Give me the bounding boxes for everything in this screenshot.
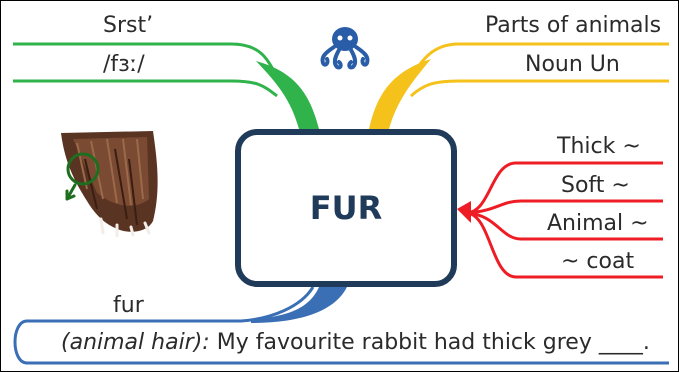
- central-word: FUR: [309, 189, 383, 227]
- red-branch: [457, 161, 663, 279]
- word-transcription-label: Srst’: [103, 13, 154, 38]
- example-sentence: (animal hair): My favourite rabbit had t…: [61, 332, 650, 354]
- bottom-word-label: fur: [113, 293, 144, 318]
- collocation-item: ~ coat: [561, 249, 635, 274]
- blue-branch: [13, 286, 669, 365]
- collocation-item: Animal ~: [547, 211, 649, 236]
- category-label: Parts of animals: [485, 13, 662, 38]
- example-text: My favourite rabbit had thick grey ____.: [216, 330, 650, 355]
- pronunciation-label: /fɜː/: [103, 52, 145, 77]
- collocation-item: Soft ~: [561, 173, 630, 198]
- collocation-item: Thick ~: [557, 134, 641, 159]
- grammar-label: Noun Un: [525, 52, 620, 77]
- fur-paw-illustration: [61, 131, 158, 237]
- octopus-logo-icon: [320, 27, 370, 70]
- definition-text: (animal hair):: [61, 330, 210, 355]
- yellow-branch: [369, 42, 669, 129]
- central-node: FUR: [235, 129, 457, 287]
- green-branch: [13, 42, 319, 129]
